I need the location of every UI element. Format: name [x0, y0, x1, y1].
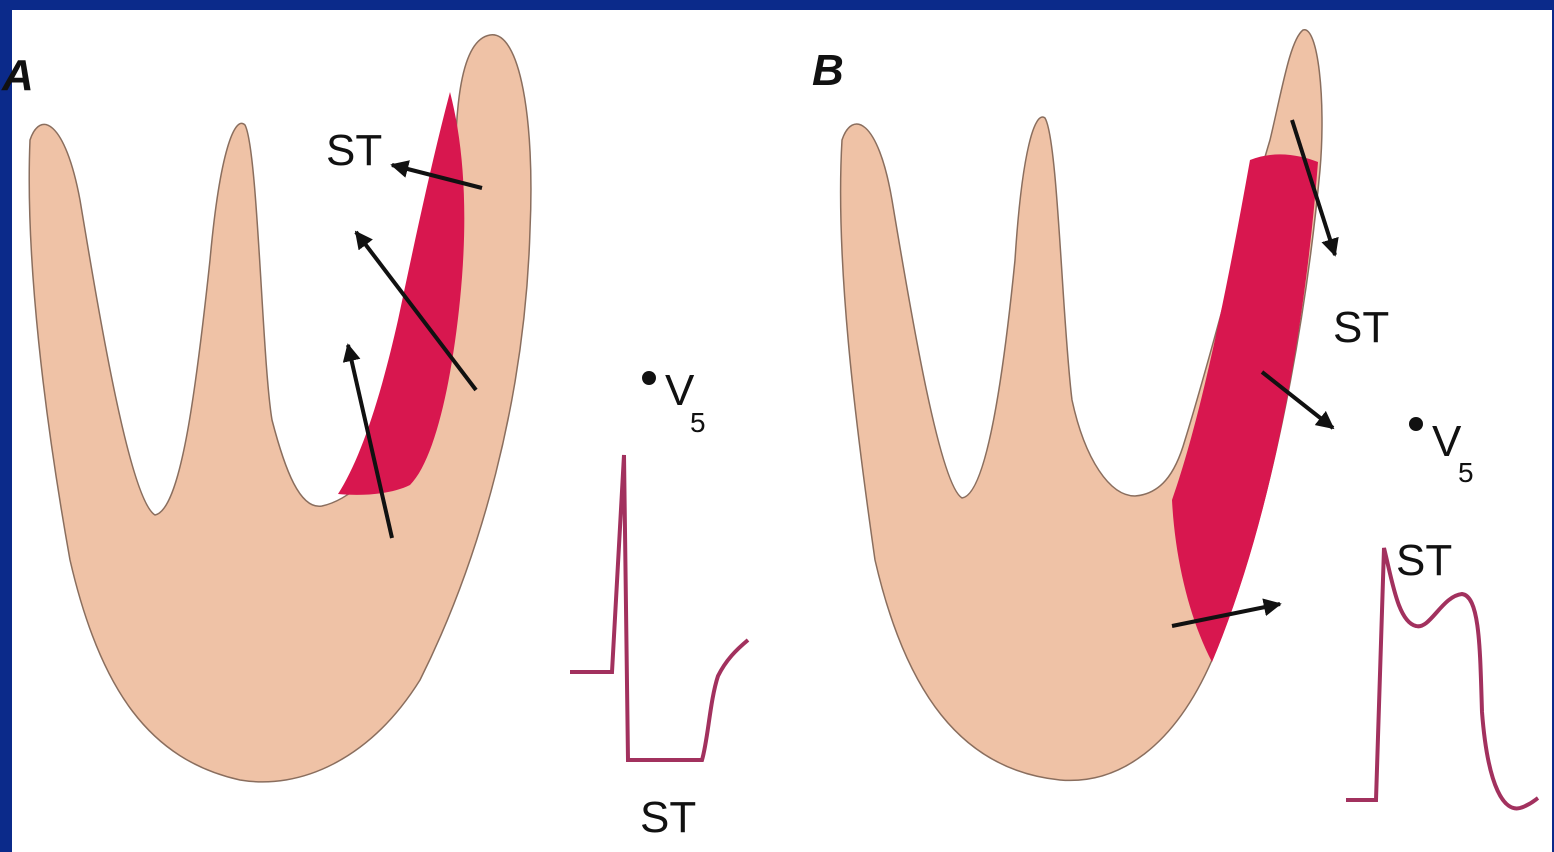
panel-a: A ST V 5 ST: [1, 35, 748, 842]
ecg-trace-st-elevation: [1346, 548, 1538, 808]
panel-letter-b: B: [812, 46, 844, 95]
lead-electrode-dot-b: [1409, 417, 1423, 431]
panel-letter-a: A: [1, 51, 34, 100]
lead-subscript-b: 5: [1458, 457, 1474, 488]
ecg-trace-st-depression: [570, 455, 748, 760]
st-vector-label-a: ST: [326, 126, 382, 175]
ecg-st-label-b: ST: [1396, 536, 1452, 585]
panel-b: B ST V 5 ST: [812, 30, 1538, 809]
lead-subscript-a: 5: [690, 407, 706, 438]
st-vector-label-b: ST: [1333, 303, 1389, 352]
ecg-st-label-a: ST: [640, 793, 696, 842]
lead-electrode-dot-a: [642, 371, 656, 385]
